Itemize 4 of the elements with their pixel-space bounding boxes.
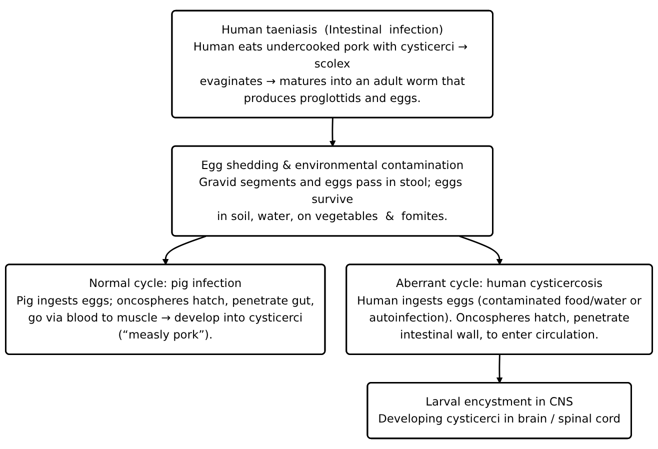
arrow bbox=[162, 236, 206, 266]
arrow bbox=[459, 236, 503, 266]
arrow bbox=[496, 354, 503, 384]
arrow bbox=[329, 118, 336, 147]
